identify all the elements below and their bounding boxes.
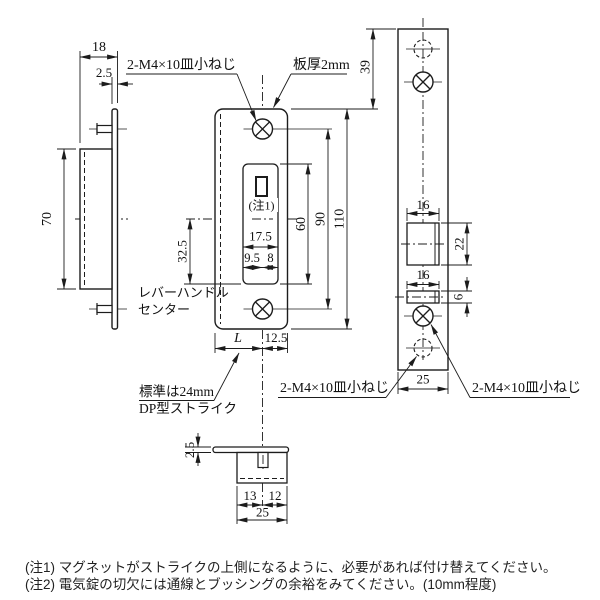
note1-ref: (注1) bbox=[249, 198, 275, 213]
dim-16-top: 16 bbox=[417, 197, 431, 212]
side-screw-top bbox=[96, 124, 113, 134]
dim-18: 18 bbox=[92, 40, 106, 55]
dim-90: 90 bbox=[314, 212, 329, 226]
dim-2-5-section: 2.5 bbox=[182, 442, 197, 458]
dim-2-5-side: 2.5 bbox=[96, 65, 112, 80]
dim-70: 70 bbox=[40, 212, 55, 226]
leader-screw-bottom-right bbox=[430, 324, 471, 398]
right-screw-top bbox=[404, 71, 442, 93]
section-view bbox=[185, 433, 290, 524]
lever-handle-label-2: センター bbox=[138, 302, 190, 317]
screw-label-bottom-left: 2-M4×10皿小ねじ bbox=[280, 380, 389, 396]
dim-60: 60 bbox=[294, 217, 309, 231]
dim-25-section: 25 bbox=[256, 505, 269, 520]
optional-screw-hole-top bbox=[413, 39, 433, 59]
dim-25-right: 25 bbox=[417, 372, 430, 387]
screw-label-top: 2-M4×10皿小ねじ bbox=[127, 57, 236, 73]
dim-9-5: 9.5 bbox=[244, 251, 260, 265]
note-1: (注1) マグネットがストライクの上側になるように、必要があれば付け替えてくださ… bbox=[25, 560, 557, 575]
standard-strike-label-1: 標準は24mm bbox=[139, 384, 215, 399]
side-box-outline bbox=[79, 148, 113, 290]
leader-screw-bottom-left bbox=[385, 356, 417, 398]
side-screw-bottom bbox=[96, 304, 113, 314]
dim-8: 8 bbox=[267, 251, 273, 265]
label-bg bbox=[246, 198, 278, 212]
leader-standard-strike bbox=[213, 352, 240, 401]
section-flange bbox=[212, 446, 290, 454]
right-view bbox=[278, 18, 570, 398]
dim-13: 13 bbox=[244, 488, 257, 503]
leader-plate-thickness bbox=[273, 73, 292, 108]
side-view bbox=[57, 51, 133, 330]
dim-22: 22 bbox=[452, 238, 467, 251]
screw-label-bottom-right: 2-M4×10皿小ねじ bbox=[472, 380, 581, 396]
label-bg bbox=[246, 229, 275, 242]
lever-handle-label-1: レバーハンドル bbox=[138, 285, 229, 300]
dim-16-bottom: 16 bbox=[417, 267, 431, 282]
dim-110: 110 bbox=[333, 209, 348, 229]
leader-screw-top bbox=[236, 73, 257, 121]
magnet-window bbox=[255, 176, 268, 197]
front-cutout bbox=[242, 163, 279, 285]
dim-L: L bbox=[233, 331, 242, 346]
plate-thickness-label: 板厚2mm bbox=[293, 57, 350, 73]
dim-12-5: 12.5 bbox=[265, 330, 288, 345]
standard-strike-label-2: DP型ストライク bbox=[139, 401, 237, 416]
front-view bbox=[126, 73, 378, 506]
dim-32-5: 32.5 bbox=[175, 240, 190, 263]
optional-screw-hole-bottom bbox=[413, 338, 433, 358]
dim-12: 12 bbox=[269, 488, 282, 503]
front-screw-top bbox=[251, 118, 274, 140]
note-2: (注2) 電気錠の切欠には通線とブッシングの余裕をみてください。(10mm程度) bbox=[25, 576, 496, 592]
dim-17-5: 17.5 bbox=[249, 229, 272, 244]
dim-39: 39 bbox=[359, 60, 374, 74]
front-screw-bottom bbox=[251, 298, 274, 320]
side-plate-outline bbox=[111, 108, 119, 330]
right-screw-bottom bbox=[404, 305, 442, 327]
dim-6: 6 bbox=[451, 293, 466, 300]
